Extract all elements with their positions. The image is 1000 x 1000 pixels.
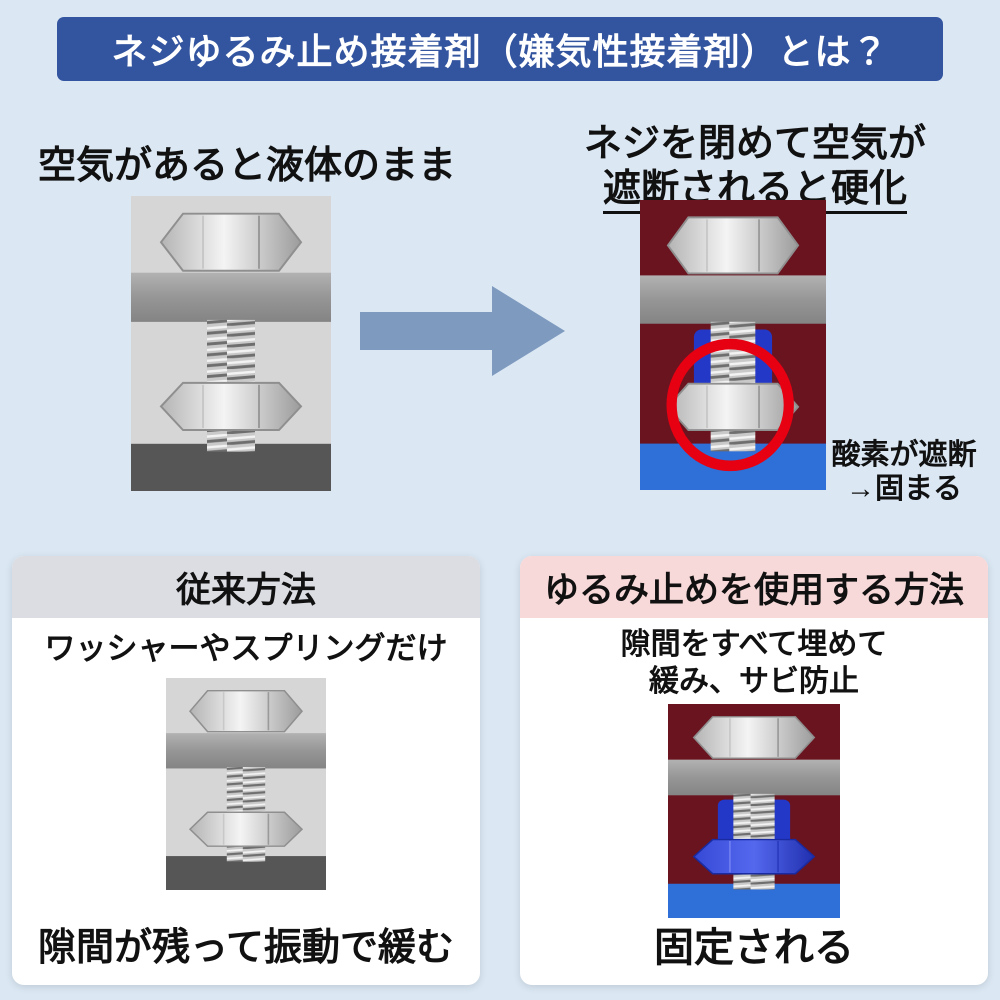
steel-plate <box>668 759 840 796</box>
arrow-right-icon <box>360 286 565 376</box>
bolt-head <box>666 216 800 275</box>
cured-nut <box>692 838 816 875</box>
side-note-line2: →固まる <box>845 473 962 505</box>
bolt-head <box>159 212 303 272</box>
side-note-line1: 酸素が遮断 <box>831 439 977 471</box>
card-adhesive-subtitle: 隙間をすべて埋めて 緩み、サビ防止 <box>520 626 988 700</box>
steel-plate <box>131 272 331 322</box>
card-traditional-method: 従来方法 ワッシャーやスプリングだけ 隙間が残って振動で緩む <box>12 556 480 985</box>
header-title: ネジゆるみ止め接着剤（嫌気性接着剤）とは？ <box>111 31 889 72</box>
card-traditional-subtitle: ワッシャーやスプリングだけ <box>44 631 448 666</box>
nut <box>188 811 304 847</box>
card-adhesive-title: ゆるみ止めを使用する方法 <box>520 556 988 618</box>
steel-plate <box>640 275 826 324</box>
bolt-head <box>188 690 304 733</box>
bolt-cured-illustration <box>668 704 840 918</box>
base-strip <box>166 856 326 890</box>
card-traditional-title: 従来方法 <box>12 556 480 618</box>
nut <box>666 382 800 432</box>
bolt-hardened-illustration <box>640 200 826 490</box>
nut <box>159 381 303 432</box>
card-adhesive-footer: 固定される <box>654 926 854 970</box>
highlight-circle <box>666 338 794 472</box>
card-traditional-footer: 隙間が残って振動で緩む <box>37 927 455 969</box>
bolt-head <box>692 716 816 759</box>
caption-hardened: ネジを閉めて空気が 遮断されると硬化 <box>540 122 970 214</box>
steel-plate <box>166 733 326 769</box>
card-adhesive-subtitle-line2: 緩み、サビ防止 <box>649 665 859 698</box>
bolt-liquid-illustration <box>131 196 331 491</box>
card-adhesive-subtitle-line1: 隙間をすべて埋めて <box>620 628 888 661</box>
card-adhesive-method: ゆるみ止めを使用する方法 隙間をすべて埋めて 緩み、サビ防止 固定される <box>520 556 988 985</box>
bolt-traditional-illustration <box>166 678 326 890</box>
caption-hardened-line1: ネジを閉めて空気が <box>583 123 926 165</box>
header-banner: ネジゆるみ止め接着剤（嫌気性接着剤）とは？ <box>57 17 943 81</box>
caption-liquid-state: 空気があると液体のまま <box>38 145 457 187</box>
side-note: 酸素が遮断 →固まる <box>810 438 998 506</box>
